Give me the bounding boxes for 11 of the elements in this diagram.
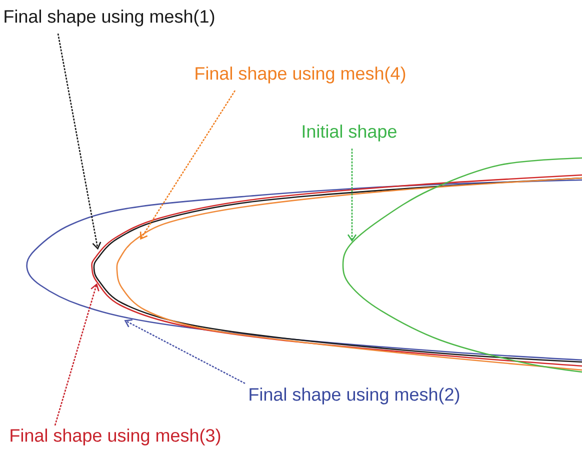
shape-label: Final shape using mesh(4) [196,66,406,84]
shape-label: Initial shape [302,124,396,142]
shape-label: Final shape using mesh(3) [10,428,220,446]
shape-label: Final shape using mesh(1) [4,10,214,26]
leader-line [347,148,357,242]
leader-line [124,319,246,384]
leader-line [57,33,102,250]
leader-line [140,90,236,240]
leader-line [54,283,100,426]
shape-label: Final shape using mesh(2) [250,388,460,404]
curve [342,157,582,373]
